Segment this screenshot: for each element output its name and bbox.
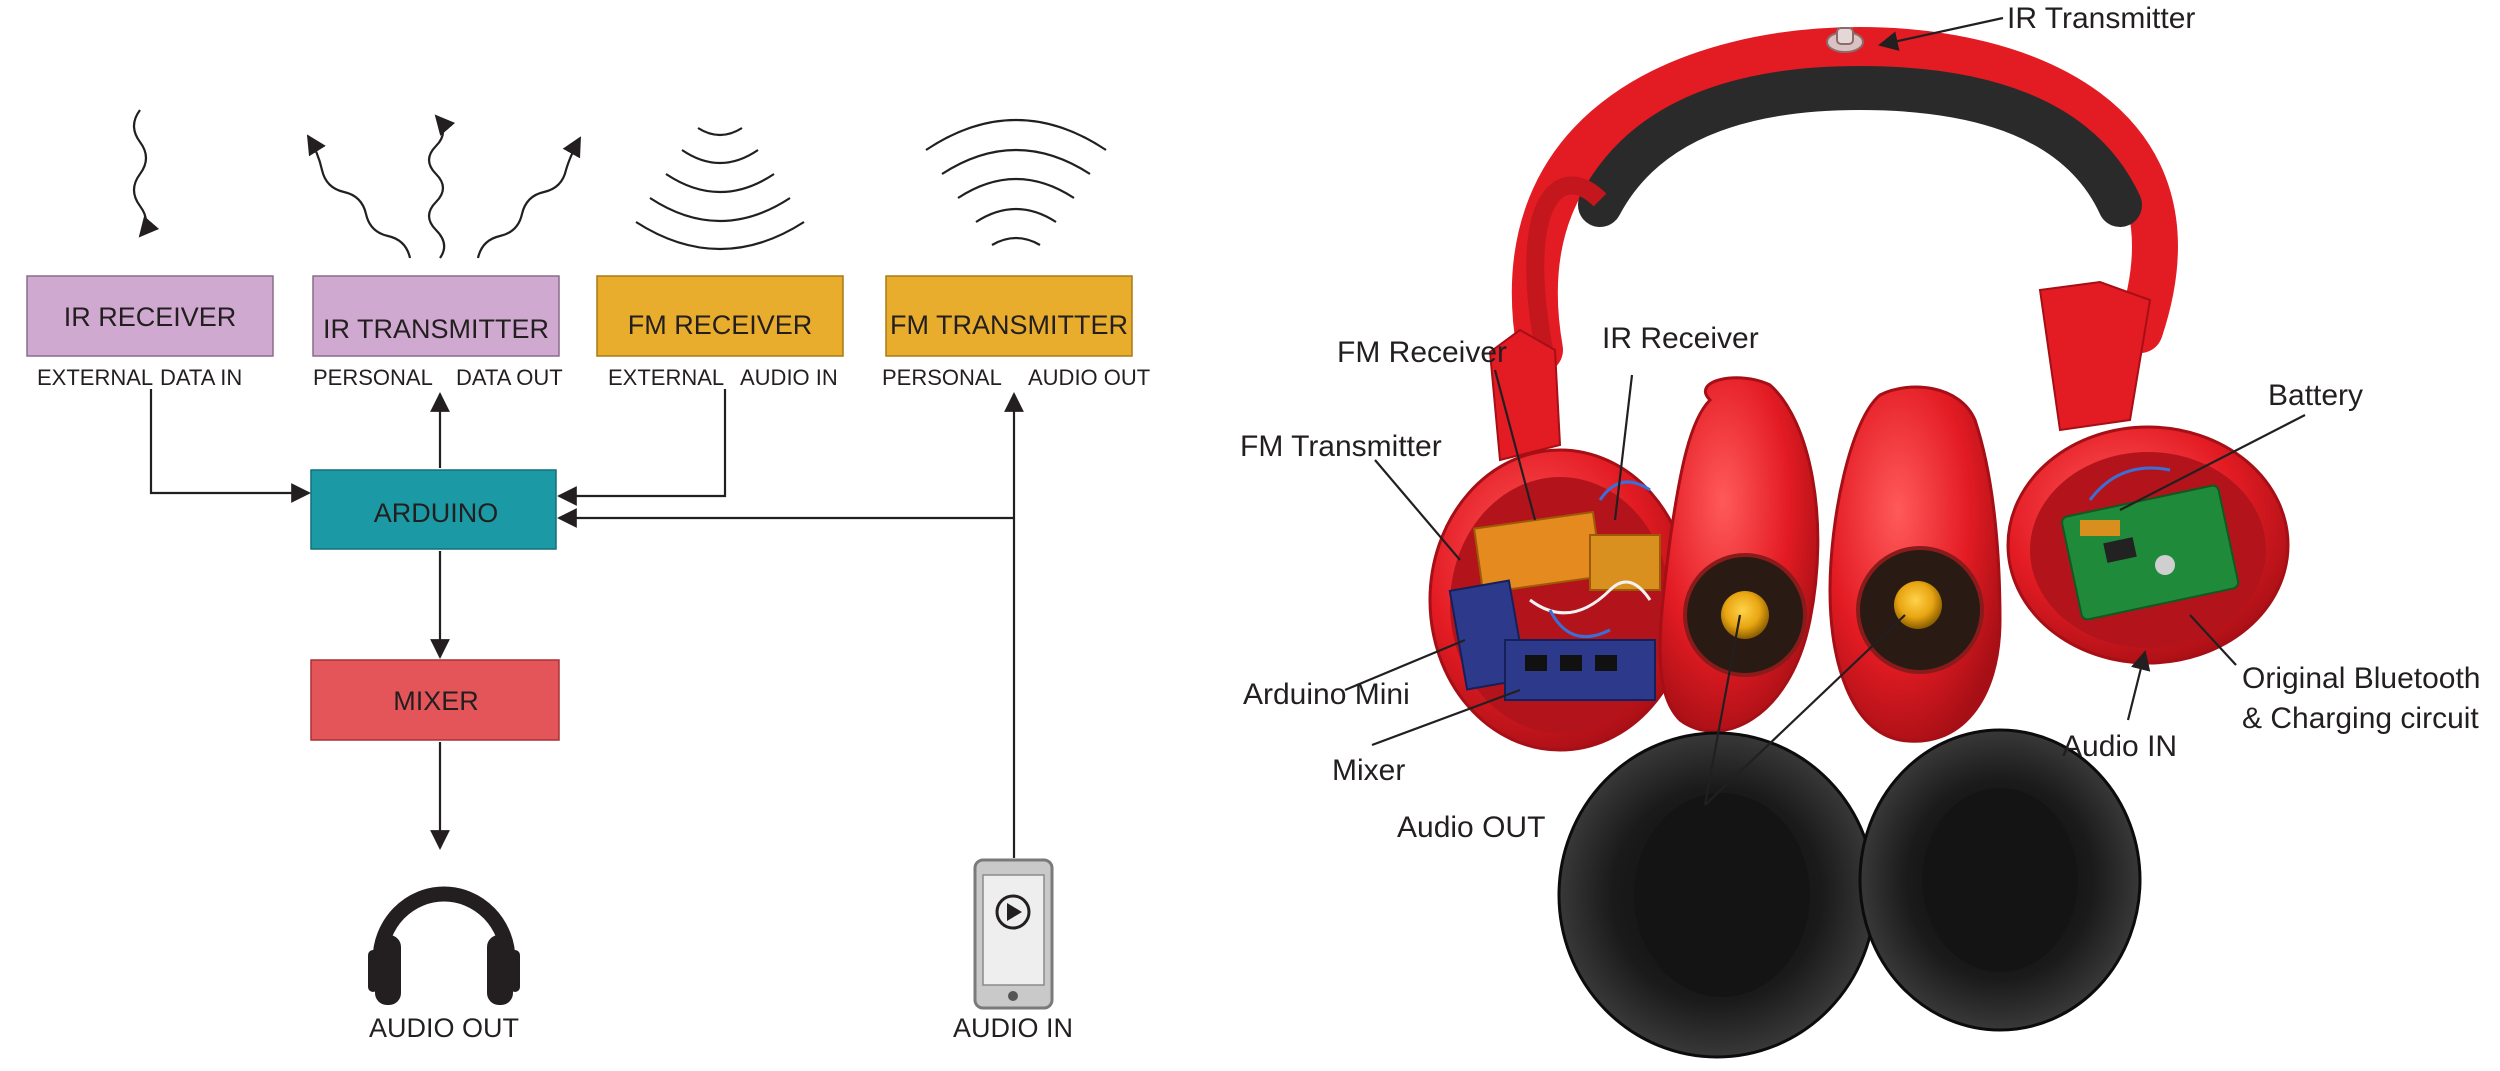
ann-fm-transmitter: FM Transmitter xyxy=(1240,430,1442,463)
ir-transmitter-left-port: PERSONAL xyxy=(313,365,433,390)
headphone-teardown-photo: IR Transmitter FM Receiver IR Receiver F… xyxy=(1240,2,2480,1059)
mixer-block: MIXER xyxy=(310,659,560,741)
ann-ir-transmitter: IR Transmitter xyxy=(2007,2,2195,35)
ir-outgoing-waves-icon xyxy=(306,114,581,259)
ann-battery: Battery xyxy=(2268,379,2363,412)
ear-cushions xyxy=(1557,728,2142,1059)
headband-padding xyxy=(1578,65,2142,227)
fm-receiver-label: FM RECEIVER xyxy=(628,310,813,340)
fm-outgoing-signal-icon xyxy=(925,119,1107,246)
fm-receiver-block: FM RECEIVER EXTERNAL AUDIO IN xyxy=(596,275,844,390)
ir-transmitter-block: IR TRANSMITTER PERSONAL DATA OUT xyxy=(312,275,563,390)
headphones-caption: AUDIO OUT xyxy=(369,1013,519,1043)
fm-transmitter-label: FM TRANSMITTER xyxy=(890,310,1128,340)
fm-transmitter-right-port: AUDIO OUT xyxy=(1028,365,1150,390)
ir-transmitter-label: IR TRANSMITTER xyxy=(323,314,549,344)
ir-receiver-left-port: EXTERNAL xyxy=(37,365,153,390)
connection-lines xyxy=(149,389,1024,858)
ir-transmitter-nub xyxy=(1826,27,1864,53)
block-diagram: IR RECEIVER EXTERNAL DATA IN IR TRANSMIT… xyxy=(26,109,1150,1043)
left-ear-cup xyxy=(1428,448,1692,752)
fm-incoming-signal-icon xyxy=(635,127,805,251)
middle-shells xyxy=(1658,376,2002,743)
ann-audio-out: Audio OUT xyxy=(1397,811,1545,844)
mixer-label: MIXER xyxy=(393,686,479,716)
ann-bluetooth-line2: & Charging circuit xyxy=(2242,702,2479,735)
arduino-block: ARDUINO xyxy=(310,469,557,550)
ann-mixer: Mixer xyxy=(1332,754,1405,787)
fm-transmitter-left-port: PERSONAL xyxy=(882,365,1002,390)
ann-audio-in: Audio IN xyxy=(2062,730,2177,763)
ann-bluetooth-line1: Original Bluetooth xyxy=(2242,662,2480,695)
arduino-label: ARDUINO xyxy=(374,498,499,528)
ir-receiver-label: IR RECEIVER xyxy=(64,302,237,332)
annotation-leaders xyxy=(1344,16,2306,806)
fm-receiver-left-port: EXTERNAL xyxy=(608,365,724,390)
ann-ir-receiver: IR Receiver xyxy=(1602,322,1759,355)
ann-fm-receiver: FM Receiver xyxy=(1337,336,1507,369)
ir-receiver-right-port: DATA IN xyxy=(160,365,242,390)
fm-receiver-right-port: AUDIO IN xyxy=(740,365,838,390)
right-ear-cup xyxy=(2006,425,2290,665)
ir-incoming-wave-icon xyxy=(132,109,160,238)
ir-transmitter-right-port: DATA OUT xyxy=(456,365,563,390)
phone-caption: AUDIO IN xyxy=(953,1013,1073,1043)
ann-arduino-mini: Arduino Mini xyxy=(1243,678,1410,711)
headphones-icon xyxy=(368,886,520,1005)
ir-receiver-block: IR RECEIVER EXTERNAL DATA IN xyxy=(26,275,274,390)
phone-icon xyxy=(973,858,1054,1010)
fm-transmitter-block: FM TRANSMITTER PERSONAL AUDIO OUT xyxy=(882,275,1150,390)
